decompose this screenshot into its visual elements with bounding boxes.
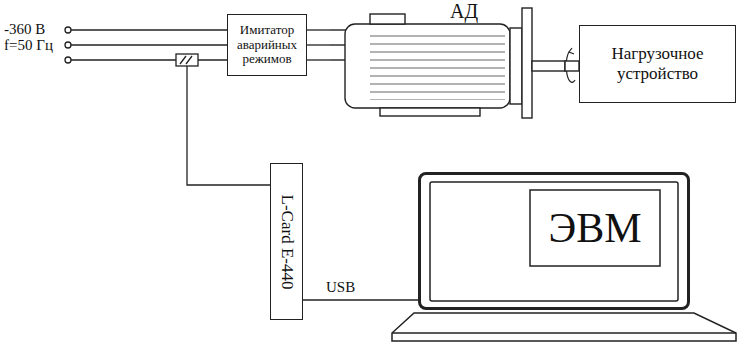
usb-cable	[303, 300, 418, 301]
supply-label: -360 В	[4, 21, 45, 38]
wire	[307, 29, 330, 30]
node-text: АД	[450, 0, 478, 22]
wire	[307, 44, 330, 45]
wire	[303, 299, 418, 300]
daq-box: L-Card E-440	[270, 163, 303, 320]
motor-drawing	[330, 8, 565, 118]
node-text: Нагрузочное устройство	[583, 44, 732, 83]
load-box: Нагрузочное устройство	[579, 25, 736, 103]
node-text: ЭВМ	[548, 207, 641, 249]
supply-wires	[65, 27, 228, 63]
laptop-drawing	[392, 182, 736, 341]
shaft-body	[565, 61, 579, 71]
simulator-box: Имитатор аварийных режимов	[227, 14, 307, 76]
motor-shaft	[565, 61, 579, 71]
computer-screen: ЭВМ	[418, 172, 690, 310]
edge-label: USB	[325, 279, 356, 296]
motor-figure: АД	[330, 0, 565, 125]
node-text: Имитатор аварийных режимов	[231, 23, 303, 68]
screen-label-area: ЭВМ	[530, 190, 660, 266]
node-text: L-Card E-440	[277, 194, 297, 289]
supply-label: f=50 Гц	[4, 37, 53, 54]
three-phase-wires	[307, 30, 330, 60]
wire	[307, 59, 330, 60]
